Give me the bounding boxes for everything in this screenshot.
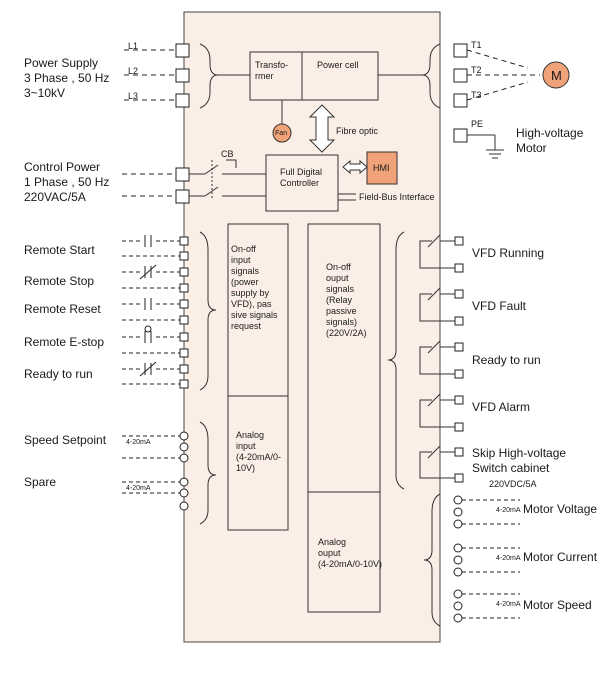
vfd-running-label: VFD Running — [472, 246, 545, 260]
remote-stop-label: Remote Stop — [24, 274, 95, 288]
onoff-input-label: On-off input signals (power supply by VF… — [231, 244, 278, 331]
analog-output-terminals — [453, 495, 463, 623]
analog-in-2-rating: 4-20mA — [126, 485, 151, 492]
analog-input-label: Analog input (4-20mA/0- 10V) — [236, 430, 282, 473]
onoff-input-block — [227, 223, 289, 397]
motor-symbol: M — [551, 68, 562, 83]
hmi-label: HMI — [373, 163, 390, 173]
terminal-t1-label: T1 — [471, 40, 482, 50]
terminal-l2-label: L2 — [128, 66, 139, 76]
vfd-fault-label: VFD Fault — [472, 299, 527, 313]
power-terminals — [175, 43, 190, 108]
hv-motor-label: High-voltage Motor — [516, 126, 584, 155]
relay-contact-icons — [419, 234, 455, 479]
motor-speed-label: Motor Speed — [523, 598, 592, 612]
analog-output-block — [307, 491, 381, 613]
fibre-optic-label: Fibre optic — [336, 126, 379, 136]
controller-label: Full Digital Controller — [280, 167, 323, 188]
circuit-breaker-icon — [189, 159, 266, 200]
analog-input-terminals — [179, 431, 189, 511]
relay-rating-label: 220VDC/5A — [489, 479, 537, 489]
hmi-link-arrow — [342, 159, 368, 175]
vfd-alarm-label: VFD Alarm — [472, 400, 531, 414]
terminal-t2-label: T2 — [471, 65, 482, 75]
spare-label: Spare — [24, 475, 57, 489]
fibre-optic-arrow — [308, 104, 336, 153]
control-power-label: Control Power 1 Phase , 50 Hz 220VAC/5A — [24, 160, 110, 204]
fan-label: Fan — [275, 130, 288, 137]
skip-hv-label: Skip High-voltage Switch cabinet — [472, 446, 567, 475]
terminal-l3-label: L3 — [128, 91, 139, 101]
terminal-t3-label: T3 — [471, 90, 482, 100]
analog-out-2-rating: 4-20mA — [496, 555, 521, 562]
contact-icons — [139, 235, 157, 377]
controller-block — [265, 154, 339, 212]
analog-in-1-rating: 4-20mA — [126, 439, 151, 446]
speed-setpoint-label: Speed Setpoint — [24, 433, 107, 447]
relay-output-terminals — [454, 236, 464, 483]
ready-to-run-input-label: Ready to run — [24, 367, 93, 381]
remote-reset-label: Remote Reset — [24, 302, 101, 316]
hmi-block — [366, 151, 398, 185]
cb-label: CB — [221, 149, 234, 159]
terminal-pe-label: PE — [471, 119, 484, 129]
power-cell-block — [301, 51, 379, 101]
analog-output-label: Analog ouput (4-20mA/0-10V) — [318, 537, 383, 569]
power-cell-label: Power cell — [317, 60, 359, 70]
transformer-label: Transfo- rmer — [255, 60, 289, 81]
motor-current-label: Motor Current — [523, 550, 598, 564]
motor-icon — [542, 61, 570, 89]
onoff-output-label: On-off ouput signals (Relay passive sign… — [326, 262, 367, 338]
motor-voltage-label: Motor Voltage — [523, 502, 598, 516]
remote-estop-label: Remote E-stop — [24, 335, 105, 349]
fan-icon — [272, 123, 292, 143]
motor-terminals — [453, 43, 468, 143]
analog-out-3-rating: 4-20mA — [496, 601, 521, 608]
power-supply-label: Power Supply 3 Phase , 50 Hz 3~10kV — [24, 56, 110, 100]
transformer-block — [249, 51, 303, 101]
terminal-l1-label: L1 — [128, 41, 139, 51]
fieldbus-label: Field-Bus Interface — [359, 192, 435, 202]
onoff-output-block — [307, 223, 381, 493]
ready-to-run-output-label: Ready to run — [472, 353, 541, 367]
analog-out-1-rating: 4-20mA — [496, 507, 521, 514]
analog-input-block — [227, 395, 289, 531]
remote-start-label: Remote Start — [24, 243, 95, 257]
